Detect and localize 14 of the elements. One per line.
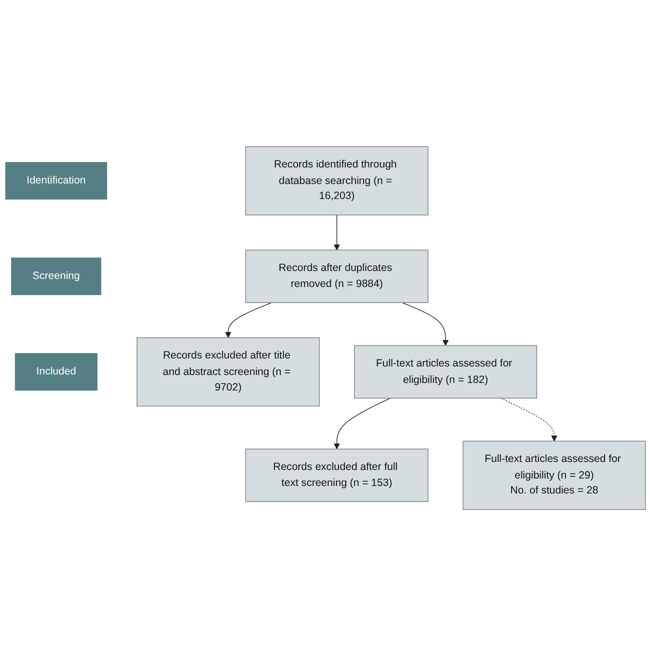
node-box: Records after duplicates removed (n = 9884) [245, 250, 428, 304]
node-box: Full-text articles assessed for eligibility (n = 182) [354, 346, 538, 399]
arrow [402, 302, 449, 346]
arrow [334, 398, 391, 450]
node-box: Included [14, 354, 98, 392]
node-box: Screening [11, 258, 102, 296]
node-box: Records excluded after title and abstract screening (n = 9702) [136, 338, 320, 407]
arrow [225, 302, 272, 338]
arrow [500, 398, 558, 442]
node-box: Records excluded after full text screening (n = 153) [245, 449, 428, 502]
node-box: Records identified through database searching (n = 16,203) [245, 146, 428, 216]
node-box: Identification [5, 162, 108, 200]
arrow [334, 215, 340, 251]
node-box: Full-text articles assessed for eligibility (n = 29) No. of studies = 28 [462, 441, 646, 510]
